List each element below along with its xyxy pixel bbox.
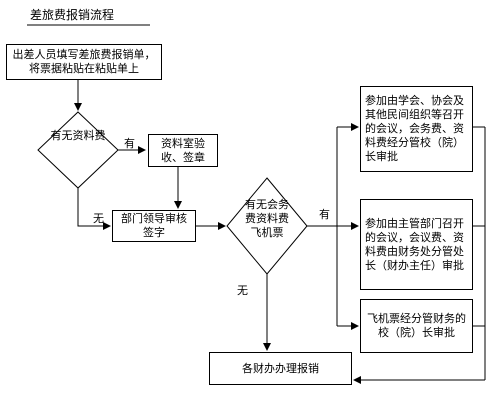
decision2-text: 有无会务费资料费飞机票 xyxy=(245,198,289,239)
edge-decision1-no xyxy=(77,188,111,230)
review-box: 资料室验收、签章 xyxy=(148,134,218,167)
page-title: 差旅费报销流程 xyxy=(30,8,115,22)
decision1-yes-label: 有 xyxy=(124,137,135,150)
decision1-diamond xyxy=(37,111,119,189)
start-box: 出差人员填写差旅费报销单，将票据粘贴在粘贴单上 xyxy=(6,44,162,80)
decision2-no-label: 无 xyxy=(237,284,248,297)
decision1-no-label: 无 xyxy=(93,212,104,225)
r2-box: 参加由主管部门召开的会议，会议费、资料费由财务处分管处长（财办主任）审批 xyxy=(360,199,473,290)
end-box: 各财办办理报销 xyxy=(209,352,352,385)
dept-box: 部门领导审核签字 xyxy=(112,210,196,242)
decision2-yes-label: 有 xyxy=(319,208,330,221)
decision1-text: 有无资料费 xyxy=(50,129,106,142)
r1-box: 参加由学会、协会及其他民间组织等召开的会议，会务费、资料费经分管校（院）长审批 xyxy=(360,86,473,172)
r3-box: 飞机票经分管财务的校（院）长审批 xyxy=(360,299,473,353)
